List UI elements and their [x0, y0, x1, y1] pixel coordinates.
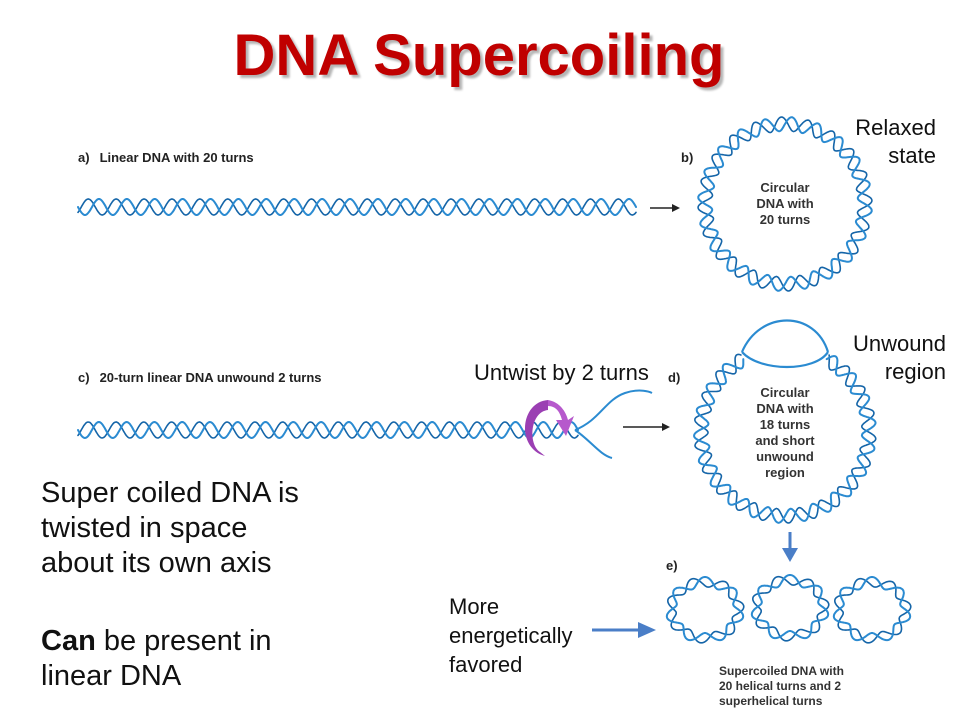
panel-c-text: 20-turn linear DNA unwound 2 turns [99, 370, 322, 385]
panel-d-line: region [765, 465, 805, 480]
dna-strand [77, 420, 579, 440]
note-line: region [884, 359, 946, 384]
panel-a-label: a) Linear DNA with 20 turns [78, 150, 254, 165]
note-line: energetically [449, 623, 573, 648]
panel-c-letter: c) [78, 370, 90, 385]
description-line: Super coiled DNA is [41, 477, 299, 509]
panel-b-line: DNA with [756, 196, 814, 211]
arrow-favored [592, 622, 656, 638]
caption-line: superhelical turns [719, 694, 823, 708]
linear-dna-note: Can be present in linear DNA [41, 624, 272, 694]
panel-b-center-label: Circular DNA with 20 turns [735, 180, 835, 228]
dna-strand [750, 574, 830, 640]
caption-line: Supercoiled DNA with [719, 664, 844, 678]
unwound-linear-dna-helix [77, 420, 579, 440]
panel-d-line: DNA with [756, 401, 814, 416]
dna-strand [752, 575, 830, 642]
note-line: Unwound [853, 331, 946, 356]
relaxed-state-note: Relaxed state [855, 114, 936, 170]
circular-dna-relaxed [697, 116, 873, 292]
panel-a-text: Linear DNA with 20 turns [99, 150, 254, 165]
unwound-region-note: Unwound region [853, 330, 946, 386]
note-line: favored [449, 652, 523, 677]
arrow-c-to-d-head [662, 423, 670, 431]
can-line: Can be present in [41, 624, 272, 659]
dna-strand [693, 355, 877, 524]
arrow-a-to-b-head [672, 204, 680, 212]
linear-dna-helix [77, 198, 637, 216]
supercoiled-dna [665, 574, 912, 644]
panel-d-line: unwound [756, 449, 814, 464]
panel-b-line: Circular [760, 180, 810, 195]
description-line: twisted in space [41, 512, 248, 544]
dna-strand [77, 198, 637, 216]
caption-line: 20 helical turns and 2 [719, 679, 842, 693]
description-line: linear DNA [41, 660, 182, 692]
can-rest: be present in [95, 625, 272, 657]
can-bold: Can [41, 625, 96, 657]
panel-a-letter: a) [78, 150, 90, 165]
panel-b-letter: b) [681, 150, 694, 165]
page-title: DNA Supercoiling [233, 23, 725, 88]
description-line: about its own axis [41, 547, 272, 579]
panel-d-line: and short [755, 433, 815, 448]
untwist-rotation-icon [525, 400, 574, 456]
panel-d-center-label: Circular DNA with 18 turns and short unw… [735, 385, 835, 481]
panel-e-caption: Supercoiled DNA with 20 helical turns an… [719, 664, 844, 709]
unwound-dna-ends [574, 389, 653, 459]
panel-b-line: 20 turns [759, 212, 811, 227]
arrow-d-to-e [782, 532, 798, 562]
dna-strand [834, 577, 912, 644]
dna-strand [832, 576, 912, 642]
unwound-bubble [740, 319, 830, 368]
dna-strand [77, 198, 637, 216]
note-line: state [888, 143, 936, 168]
dna-strand [77, 421, 579, 439]
dna-strand [697, 116, 873, 292]
note-line: Relaxed [855, 115, 936, 140]
favored-note: More energetically favored [449, 592, 573, 679]
dna-strand [667, 577, 745, 644]
untwist-note: Untwist by 2 turns [474, 360, 649, 385]
dna-strand [697, 116, 873, 292]
panel-d-line: Circular [760, 385, 810, 400]
dna-strand [665, 576, 745, 642]
note-line: More [449, 594, 500, 619]
dna-strand [694, 353, 877, 524]
panel-e-letter: e) [666, 558, 678, 573]
panel-d-line: 18 turns [759, 417, 811, 432]
panel-d-letter: d) [668, 370, 681, 385]
supercoil-description: Super coiled DNA is twisted in space abo… [41, 476, 299, 581]
panel-c-label: c) 20-turn linear DNA unwound 2 turns [78, 370, 322, 385]
circular-dna-unwound [693, 353, 877, 524]
